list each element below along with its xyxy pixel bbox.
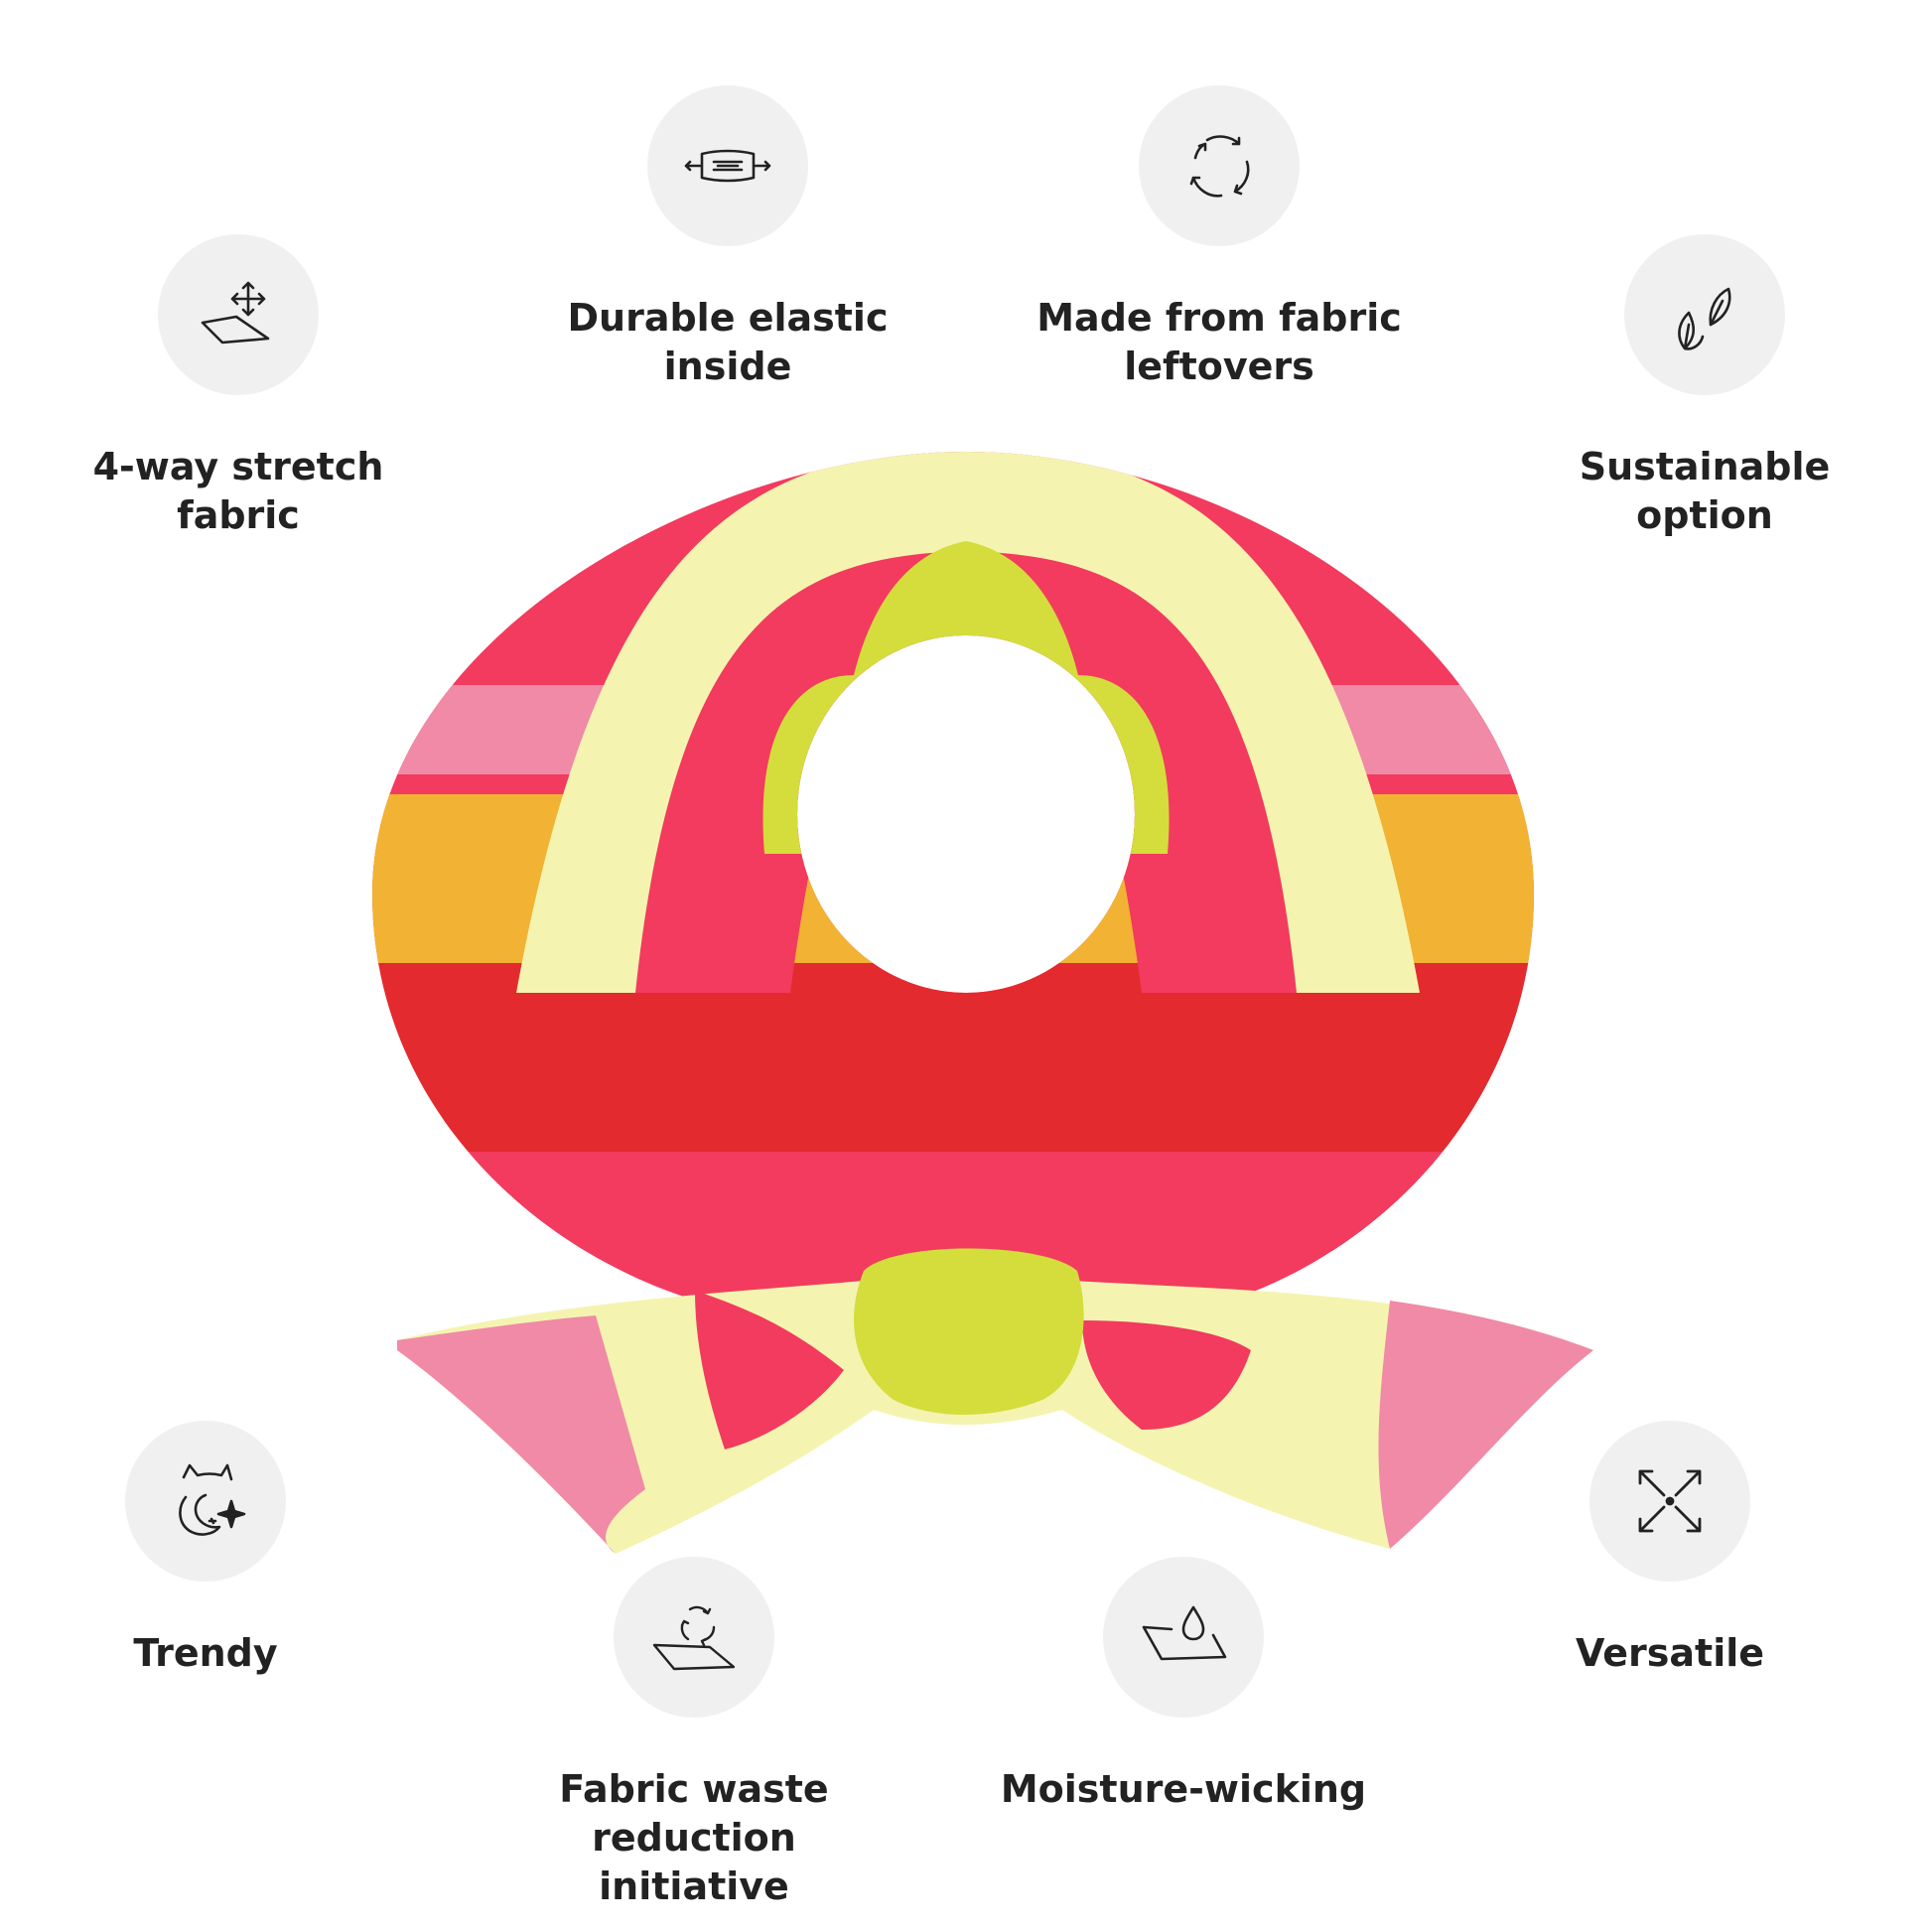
water-drop-fabric-icon [1142,1605,1227,1661]
bow [397,1281,1593,1554]
feature-icon-circle [1139,85,1300,246]
arc-hot-pink [635,551,1297,993]
feature-label-line: Made from fabric [1036,296,1402,340]
feature-icon-circle [647,85,808,246]
bow-right-pink-tip [1378,1301,1593,1549]
feature-label: Trendy [133,1629,277,1678]
arc-cream [516,452,1420,993]
leaves-icon [1678,287,1731,350]
feature-fabric-leftovers: Made from fabric leftovers [991,85,1448,391]
feature-label: Sustainable option [1580,443,1831,540]
feature-label-line: option [1636,493,1773,537]
feature-icon-circle [158,234,319,395]
feature-label: Fabric waste reduction initiative [466,1765,922,1911]
elastic-band-icon [684,149,771,183]
bow-left-red-fold [695,1291,844,1449]
feature-label-line: Trendy [133,1631,278,1675]
feature-label-line: Durable elastic [567,296,889,340]
feature-trendy: Trendy [0,1421,434,1678]
stretch-arrows-icon [201,281,270,345]
feature-label-line: inside [663,345,792,388]
feature-icon-circle [125,1421,286,1582]
feature-icon-circle [1103,1557,1264,1718]
feature-label: 4-way stretch fabric [93,443,384,540]
feature-sustainable: Sustainable option [1476,234,1932,540]
feature-fabric-waste-reduction: Fabric waste reduction initiative [466,1557,922,1911]
stripe-red [372,963,1534,1152]
feature-4-way-stretch: 4-way stretch fabric [10,234,467,540]
feature-label-line: Moisture-wicking [1000,1767,1367,1811]
feature-label: Made from fabric leftovers [1036,294,1402,391]
feature-label: Durable elastic inside [568,294,889,391]
feature-durable-elastic: Durable elastic inside [499,85,956,391]
feature-label-line: fabric [177,493,300,537]
stripe-hot-pink [372,1152,1534,1251]
feature-label-line: Versatile [1575,1631,1765,1675]
feature-icon-circle [614,1557,774,1718]
bow-left-pink-tip [397,1315,645,1554]
bow-right-red-fold [1082,1320,1251,1430]
feature-label-line: initiative [599,1864,789,1908]
fabric-recycle-icon [652,1605,736,1671]
feature-label-line: leftovers [1124,345,1314,388]
recycle-arrows-icon [1189,135,1250,198]
cat-sparkle-icon [179,1463,246,1536]
feature-icon-circle [1589,1421,1750,1582]
feature-versatile: Versatile [1442,1421,1898,1678]
feature-label-line: Fabric waste reduction [559,1767,829,1860]
feature-label-line: Sustainable [1579,445,1831,488]
feature-label: Moisture-wicking [1001,1765,1366,1814]
feature-label-line: 4-way stretch [92,445,384,488]
feature-icon-circle [1624,234,1785,395]
feature-moisture-wicking: Moisture-wicking [955,1557,1412,1814]
stripe-orange [372,794,1534,963]
bow-knot [854,1248,1084,1415]
feature-label: Versatile [1576,1629,1764,1678]
expand-arrows-icon [1638,1469,1702,1533]
stripe-pink [372,685,1534,774]
